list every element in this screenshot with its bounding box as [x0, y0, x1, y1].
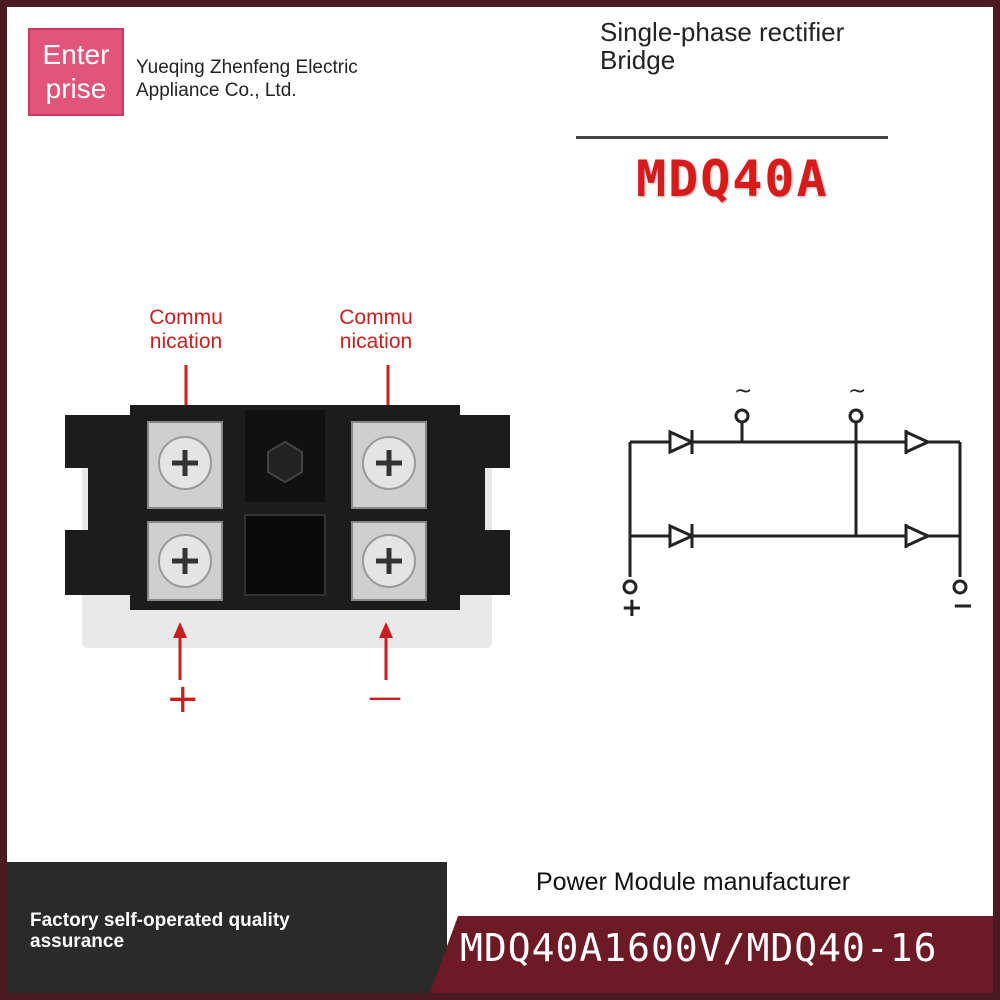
terminal-bottom-right — [351, 521, 427, 601]
company-line-1: Yueqing Zhenfeng Electric — [136, 57, 358, 78]
quality-line-1: Factory self-operated quality — [30, 910, 290, 931]
comm-right-line-1: Commu — [339, 306, 413, 329]
plus-sign-label: + — [166, 676, 200, 722]
arrow-up-left-icon — [173, 622, 187, 680]
diode-top-left-icon — [668, 429, 696, 455]
manufacturer-tagline: Power Module manufacturer — [536, 868, 851, 896]
diode-top-right-icon — [904, 429, 932, 455]
product-title: Single-phase rectifier Bridge — [600, 18, 844, 74]
terminal-top-left — [147, 421, 223, 509]
comm-left-line-1: Commu — [149, 306, 223, 329]
logo-line-1: Enter — [42, 39, 110, 70]
diode-bottom-right-icon — [904, 523, 932, 549]
bridge-schematic: ~ ~ + − — [621, 379, 974, 622]
rectifier-module-illustration: + — — [65, 365, 510, 722]
footer-left-panel — [7, 862, 447, 993]
part-number: MDQ40A1600V/MDQ40-16 — [460, 926, 938, 970]
quality-line-2: assurance — [30, 931, 125, 952]
title-line-2: Bridge — [600, 45, 676, 75]
terminal-top-right — [351, 421, 427, 509]
model-heading: MDQ40A — [636, 150, 829, 208]
dc-plus-label: + — [621, 593, 643, 622]
communication-label-right: Commu nication — [326, 306, 426, 354]
arrow-up-right-icon — [379, 622, 393, 680]
title-line-1: Single-phase rectifier — [600, 17, 845, 47]
title-divider — [576, 136, 888, 139]
dc-minus-label: − — [952, 591, 974, 621]
terminal-bottom-left — [147, 521, 223, 601]
enterprise-logo: Enter prise — [28, 28, 124, 116]
logo-line-2: prise — [45, 73, 107, 104]
communication-label-left: Commu nication — [136, 306, 236, 354]
footer-right-panel — [430, 916, 993, 993]
comm-left-line-2: nication — [149, 330, 223, 353]
company-line-2: Appliance Co., Ltd. — [136, 80, 297, 101]
minus-sign-label: — — [368, 677, 402, 717]
comm-right-line-2: nication — [339, 330, 413, 353]
ac-right-label: ~ — [848, 379, 866, 404]
ac-left-label: ~ — [734, 379, 752, 404]
quality-assurance-text: Factory self-operated quality assurance — [30, 910, 290, 952]
company-name: Yueqing Zhenfeng Electric Appliance Co.,… — [136, 56, 358, 102]
diode-bottom-left-icon — [668, 523, 696, 549]
